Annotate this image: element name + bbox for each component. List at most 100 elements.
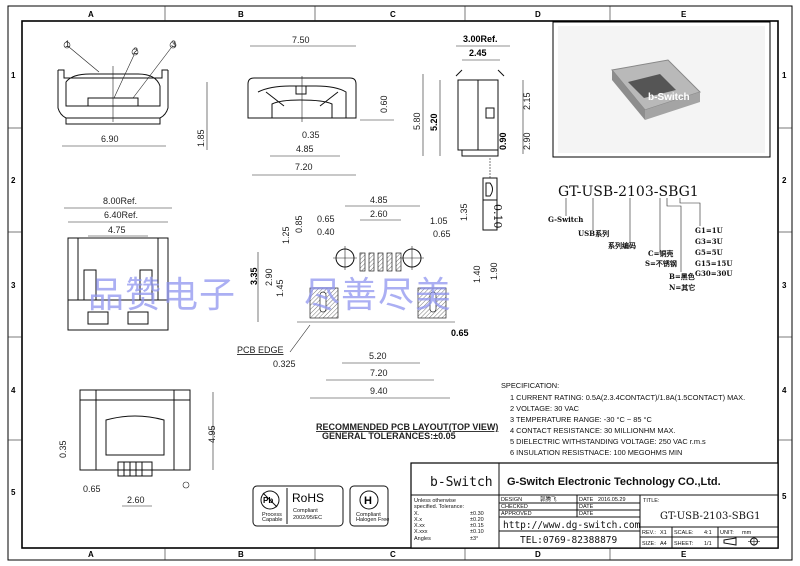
pcb-dim-2-60: 2.60	[370, 209, 388, 219]
pcb-dim-0-325: 0.325	[273, 359, 296, 369]
dim-0-35-rear: 0.35	[58, 440, 68, 458]
pcb-dim-1-05: 1.05	[430, 216, 448, 226]
sheet-value: 1/1	[704, 541, 712, 547]
watermark-left: 品赞电子	[88, 275, 236, 316]
flatness-value: 0.10	[491, 204, 504, 229]
sheet-label: SHEET:	[674, 541, 694, 547]
col-label-a-bottom: A	[88, 550, 94, 559]
dim-4-85: 4.85	[296, 144, 314, 154]
spec-item-1: 1 CURRENT RATING: 0.5A(2.3.4CONTACT)/1.8…	[510, 393, 745, 402]
legend-series-code: 系列编码	[608, 241, 636, 250]
unit-label: UNIT:	[720, 530, 734, 536]
col-label-a: A	[88, 10, 94, 19]
dim-2-60-rear: 2.60	[127, 495, 145, 505]
row-label-1-right: 1	[782, 71, 787, 80]
pb-caption-1: Process	[262, 512, 282, 518]
front-view: 1 2 3 6.90 1.85	[57, 39, 208, 150]
spec-item-4: 4 CONTACT RESISTANCE: 30 MILLIONHM MAX.	[510, 426, 676, 435]
pcb-dim-0-65-hole: 0.65	[433, 229, 451, 239]
row-label-3: 3	[11, 281, 16, 290]
row-label-4-right: 4	[782, 386, 787, 395]
halogen-free-symbol: H	[364, 495, 372, 507]
callout-3: 3	[171, 39, 176, 49]
tol-val-0: ±0.30	[470, 511, 484, 517]
tol-key-1: X.x	[414, 517, 422, 523]
checked-label: CHECKED	[501, 504, 528, 510]
checked-date-label: DATE	[579, 504, 594, 510]
approved-label: APPROVED	[501, 511, 532, 517]
tol-key-0: X.	[414, 511, 420, 517]
col-label-b-bottom: B	[238, 550, 244, 559]
spec-item-2: 2 VOLTAGE: 30 VAC	[510, 404, 580, 413]
part-code-legend: GT-USB-2103-SBG1 G-Switch USB系列 系列编码 C=铜…	[548, 184, 732, 292]
row-label-4: 4	[11, 386, 16, 395]
legend-usb-series: USB系列	[578, 229, 609, 238]
pcb-dim-9-40: 9.40	[370, 386, 388, 396]
tol-val-1: ±0.20	[470, 517, 484, 523]
spec-heading: SPECIFICATION:	[501, 381, 559, 390]
rohs-compliant: Compliant	[293, 508, 318, 514]
spec-item-5: 5 DIELECTRIC WITHSTANDING VOLTAGE: 250 V…	[510, 437, 706, 446]
tol-val-4: ±3°	[470, 536, 478, 542]
size-label: SIZE:	[642, 541, 656, 547]
rev-label: REV.:	[642, 530, 656, 536]
dim-4-75: 4.75	[108, 225, 126, 235]
tol-key-2: X.xx	[414, 523, 425, 529]
dim-4-95: 4.95	[207, 425, 217, 443]
row-label-2-right: 2	[782, 176, 787, 185]
dim-3-00-ref: 3.00Ref.	[463, 34, 498, 44]
dim-2-45: 2.45	[469, 48, 487, 58]
design-label: DESIGN	[501, 497, 522, 503]
title-block-logo: b-Switch	[430, 475, 493, 490]
company-name: G-Switch Electronic Technology CO.,Ltd.	[507, 476, 721, 488]
rohs-directive: 2002/95/EC	[293, 515, 322, 521]
pcb-dim-1-90: 1.90	[489, 262, 499, 280]
dim-7-50: 7.50	[292, 35, 310, 45]
tol-key-4: Angles	[414, 536, 431, 542]
designer-name: 郭腾飞	[540, 495, 557, 503]
pcb-tolerance: GENERAL TOLERANCES:±0.05	[322, 431, 456, 441]
halogen-compliant: Compliant	[356, 512, 381, 518]
tolerance-heading-2: specified. Tolerance:	[414, 504, 465, 510]
pcb-dim-1-40: 1.40	[472, 265, 482, 283]
pcb-dim-1-25: 1.25	[281, 226, 291, 244]
bottom-view: 8.00Ref. 6.40Ref. 4.75	[64, 196, 172, 331]
col-label-b: B	[238, 10, 244, 19]
dim-6-90: 6.90	[101, 134, 119, 144]
legend-black: B=黑色	[669, 272, 695, 281]
dim-0-60: 0.60	[379, 95, 389, 113]
drawing-frame: A B C D E A B C D E 1 2 3 4 5 1 2 3 4 5	[7, 5, 793, 561]
callout-2: 2	[133, 46, 138, 56]
row-label-2: 2	[11, 176, 16, 185]
company-url: http://www.dg-switch.com	[503, 520, 641, 531]
col-label-c: C	[390, 10, 396, 19]
pcb-dim-0-85: 0.85	[294, 215, 304, 233]
pb-free-symbol: Pb	[263, 496, 273, 505]
pcb-edge-label: PCB EDGE	[237, 345, 284, 355]
watermark-right: 尽善尽美	[304, 275, 452, 316]
col-label-e-bottom: E	[681, 550, 687, 559]
photo-brand: b-Switch	[648, 92, 690, 103]
pcb-dim-4-85: 4.85	[370, 195, 388, 205]
part-number: GT-USB-2103-SBG1	[558, 184, 699, 200]
tol-val-3: ±0.10	[470, 529, 484, 535]
pb-caption-2: Capable	[262, 517, 283, 523]
tolerance-heading-1: Unless otherwise	[414, 498, 456, 504]
pcb-dim-0-40: 0.40	[317, 227, 335, 237]
dim-5-80: 5.80	[412, 112, 422, 130]
row-label-5: 5	[11, 488, 16, 497]
dim-1-85: 1.85	[196, 129, 206, 147]
legend-copper: C=铜壳	[648, 249, 673, 258]
dim-0-90: 0.90	[498, 132, 508, 150]
scale-label: SCALE:	[674, 530, 694, 536]
gold-option-3: G3=3U	[695, 237, 723, 246]
pcb-dim-2-90: 2.90	[264, 268, 274, 286]
pcb-dim-3-35: 3.35	[249, 267, 259, 285]
pcb-dim-7-20: 7.20	[370, 368, 388, 378]
col-label-d-bottom: D	[535, 550, 541, 559]
projection-symbol-icon	[723, 537, 760, 546]
tol-val-2: ±0.15	[470, 523, 484, 529]
spec-item-6: 6 INSULATION RESISTNACE: 100 MEGOHMS MIN	[510, 448, 682, 457]
dim-2-15: 2.15	[522, 92, 532, 110]
